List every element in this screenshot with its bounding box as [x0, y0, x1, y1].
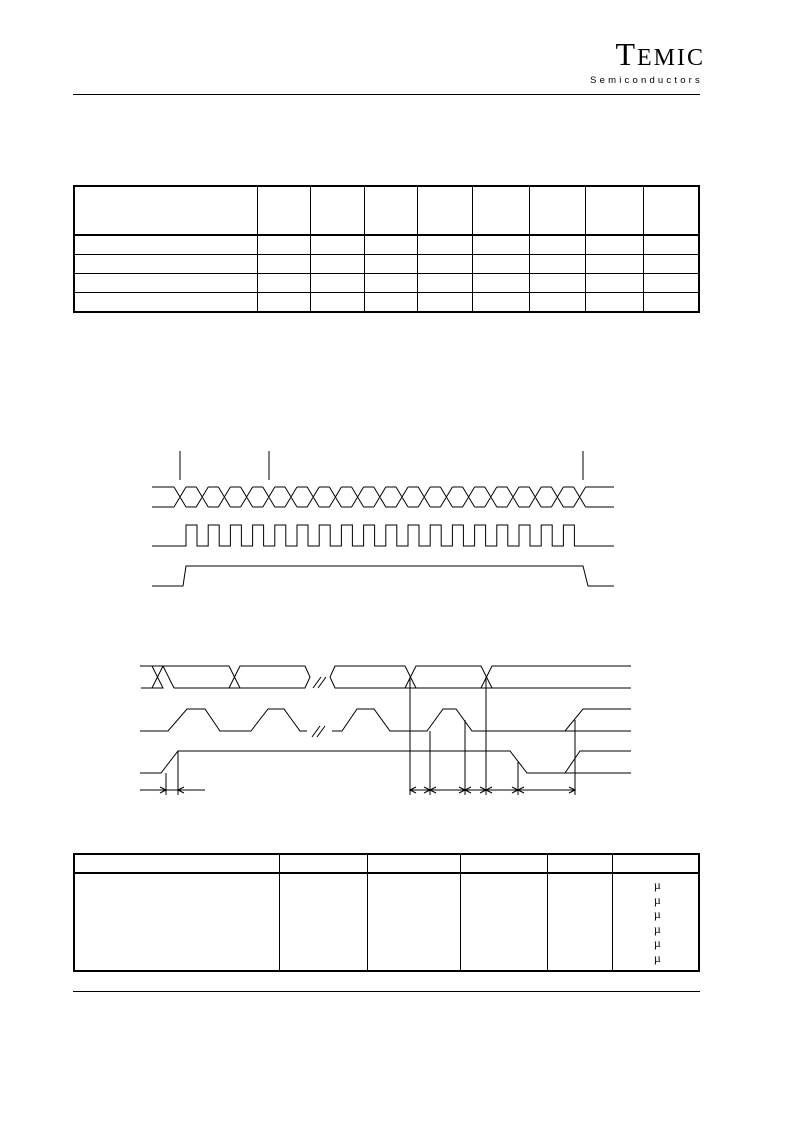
table1-header-cell — [585, 185, 644, 236]
timing-diagram-serial-transfer — [152, 451, 614, 587]
table-row — [73, 292, 700, 313]
parameter-table-1 — [73, 185, 700, 313]
break-mark — [317, 676, 327, 689]
bus-start — [140, 665, 164, 689]
arrowhead — [428, 786, 437, 794]
data-bus-waveform — [152, 486, 614, 508]
unit-symbol: µ — [653, 950, 661, 965]
bus-seg — [162, 665, 175, 689]
clock-seg — [332, 708, 631, 732]
temic-logo: TEMIC Semiconductors — [575, 30, 705, 90]
table1-header-row — [73, 185, 700, 236]
unit-symbol: µ — [653, 907, 661, 921]
unit-column: µ µ µ µ µ µ — [611, 872, 700, 972]
unit-symbol: µ — [653, 921, 661, 936]
arrowhead — [568, 786, 577, 794]
arrowhead — [463, 786, 472, 794]
logo-subtitle: Semiconductors — [590, 75, 703, 86]
table1-header-cell — [528, 185, 587, 236]
bus-seg — [141, 665, 174, 689]
logo-wordmark: TEMIC — [615, 36, 705, 73]
footer-rule — [73, 991, 700, 992]
table-row — [73, 234, 700, 255]
bus-seg — [404, 665, 493, 689]
break-mark — [312, 676, 322, 689]
table-row — [73, 254, 700, 274]
timing-diagram-detail — [140, 665, 631, 795]
clock-seg — [140, 708, 307, 732]
parameter-table-2: µ µ µ µ µ µ — [73, 853, 700, 972]
logo-initial: T — [615, 36, 637, 72]
table1-header-cell — [73, 185, 259, 236]
enable-seg — [140, 750, 631, 774]
arrowhead — [176, 786, 185, 794]
table1-header-cell — [642, 185, 700, 236]
bus-seg — [228, 665, 311, 689]
arrowhead — [484, 786, 493, 794]
table2-header-row — [73, 853, 700, 874]
unit-symbol: µ — [653, 892, 661, 907]
logo-rest: EMIC — [637, 45, 705, 71]
arrowhead — [408, 786, 417, 794]
table-row — [73, 273, 700, 293]
bus-seg — [329, 665, 417, 689]
table-row: µ µ µ µ µ µ — [73, 872, 700, 972]
table1-header-cell — [257, 185, 312, 236]
break-mark — [316, 725, 326, 738]
table1-header-cell — [310, 185, 365, 236]
table1-header-cell — [416, 185, 474, 236]
clock-waveform — [152, 524, 614, 547]
header-rule — [73, 94, 700, 95]
break-mark — [311, 725, 321, 738]
enable-waveform — [152, 565, 614, 587]
bus-seg — [480, 665, 631, 689]
unit-symbol: µ — [653, 936, 661, 950]
arrowhead — [516, 786, 525, 794]
unit-symbol: µ — [653, 878, 661, 892]
arrowhead — [159, 786, 168, 794]
